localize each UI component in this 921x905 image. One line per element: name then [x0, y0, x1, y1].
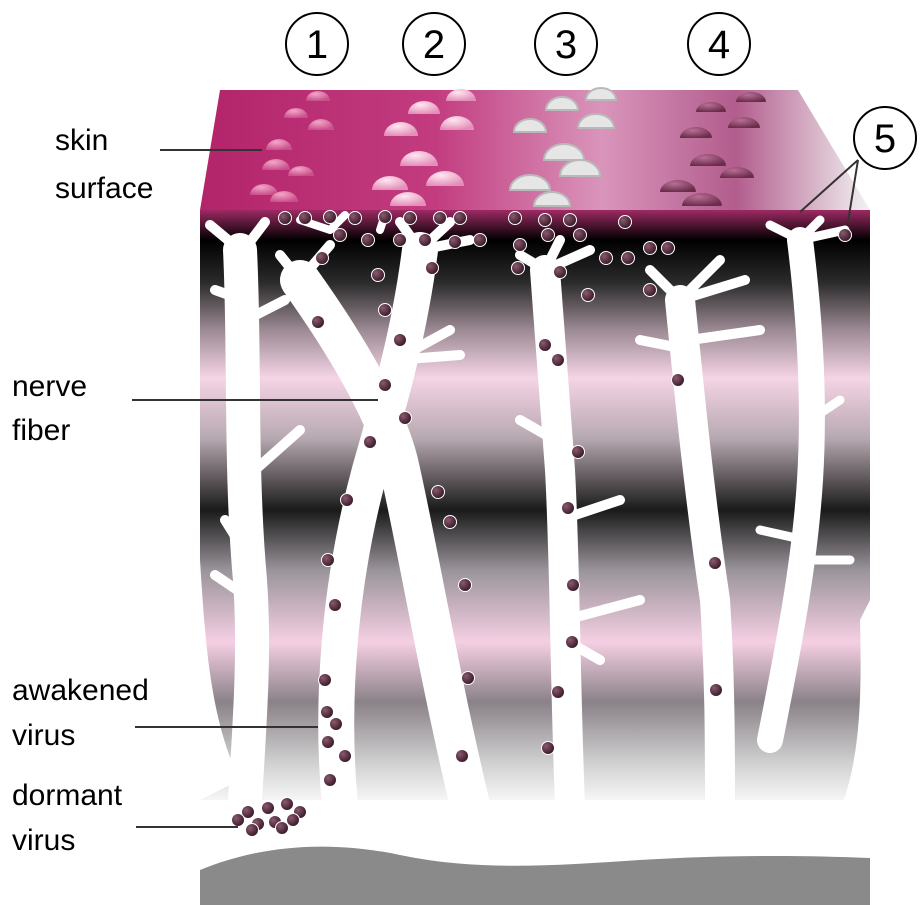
virus-particle — [509, 212, 522, 225]
virus-particle — [542, 742, 555, 755]
stage-5-number: 5 — [874, 117, 896, 161]
virus-particle — [394, 234, 407, 247]
stage-1-marker: 1 — [286, 13, 348, 75]
virus-particle — [622, 252, 635, 265]
virus-particle — [454, 212, 467, 225]
virus-particle — [644, 242, 657, 255]
nerve-label-line2: fiber — [12, 414, 70, 447]
virus-particle — [379, 211, 392, 224]
virus-particle — [839, 229, 852, 242]
virus-particle — [567, 579, 580, 592]
virus-particle — [710, 684, 723, 697]
virus-particle — [299, 212, 312, 225]
virus-particle — [279, 212, 292, 225]
skin-label-line2: surface — [55, 172, 153, 205]
virus-particle — [514, 239, 527, 252]
virus-particle — [362, 234, 375, 247]
virus-particle — [562, 502, 575, 515]
virus-particle — [619, 216, 632, 229]
virus-particle — [399, 412, 412, 425]
virus-particle — [582, 289, 595, 302]
virus-particle — [287, 814, 300, 827]
virus-particle — [600, 252, 613, 265]
virus-particle — [322, 554, 335, 567]
virus-particle — [262, 802, 275, 815]
virus-particle — [672, 374, 685, 387]
virus-particle — [474, 234, 487, 247]
virus-particle — [572, 446, 585, 459]
virus-particle — [339, 750, 352, 763]
virus-particle — [372, 269, 385, 282]
virus-particle — [404, 212, 417, 225]
awakened-label-line2: virus — [12, 719, 75, 752]
virus-particle — [324, 211, 337, 224]
virus-particle — [426, 262, 439, 275]
virus-particle — [554, 266, 567, 279]
stage-1-number: 1 — [306, 23, 328, 67]
virus-particle — [432, 486, 445, 499]
virus-particle — [542, 229, 555, 242]
virus-particle — [316, 252, 329, 265]
virus-particle — [232, 814, 245, 827]
virus-particle — [330, 718, 343, 731]
virus-particle — [379, 379, 392, 392]
virus-particle — [449, 236, 462, 249]
virus-particle — [566, 636, 579, 649]
virus-particle — [329, 599, 342, 612]
stage-3-number: 3 — [555, 23, 577, 67]
virus-particle — [539, 339, 552, 352]
virus-particle — [552, 686, 565, 699]
virus-particle — [462, 672, 475, 685]
skin-surface-layer — [200, 90, 870, 210]
skin-label-line1: skin — [55, 124, 108, 157]
virus-particle — [276, 822, 289, 835]
virus-particle — [419, 234, 432, 247]
virus-particle — [334, 229, 347, 242]
stage-5-marker: 5 — [854, 107, 916, 169]
virus-particle — [444, 516, 457, 529]
virus-particle — [324, 774, 337, 787]
virus-particle — [434, 212, 447, 225]
nerve-label-line1: nerve — [12, 370, 87, 403]
virus-particle — [321, 706, 334, 719]
virus-particle — [281, 798, 294, 811]
stage-3-marker: 3 — [535, 13, 597, 75]
virus-particle — [574, 229, 587, 242]
side-labels: skin surface nerve fiber awakened virus … — [12, 124, 153, 857]
stage-4-number: 4 — [708, 23, 730, 67]
virus-particle — [709, 557, 722, 570]
virus-particle — [564, 214, 577, 227]
virus-particle — [456, 750, 469, 763]
virus-particle — [459, 579, 472, 592]
awakened-label-line1: awakened — [12, 674, 149, 707]
virus-particle — [644, 284, 657, 297]
virus-particle — [512, 262, 525, 275]
stage-2-number: 2 — [423, 23, 445, 67]
dormant-label-line2: virus — [12, 824, 75, 857]
stage-4-marker: 4 — [688, 13, 750, 75]
virus-particle — [322, 736, 335, 749]
virus-particle — [379, 304, 392, 317]
virus-particle — [552, 354, 565, 367]
virus-particle — [662, 242, 675, 255]
virus-particle — [246, 824, 259, 837]
virus-particle — [349, 212, 362, 225]
virus-particle — [312, 316, 325, 329]
virus-particle — [394, 334, 407, 347]
dormant-label-line1: dormant — [12, 779, 123, 812]
virus-particle — [539, 214, 552, 227]
virus-particle — [364, 436, 377, 449]
stage-2-marker: 2 — [403, 13, 465, 75]
virus-particle — [341, 494, 354, 507]
virus-particle — [319, 674, 332, 687]
